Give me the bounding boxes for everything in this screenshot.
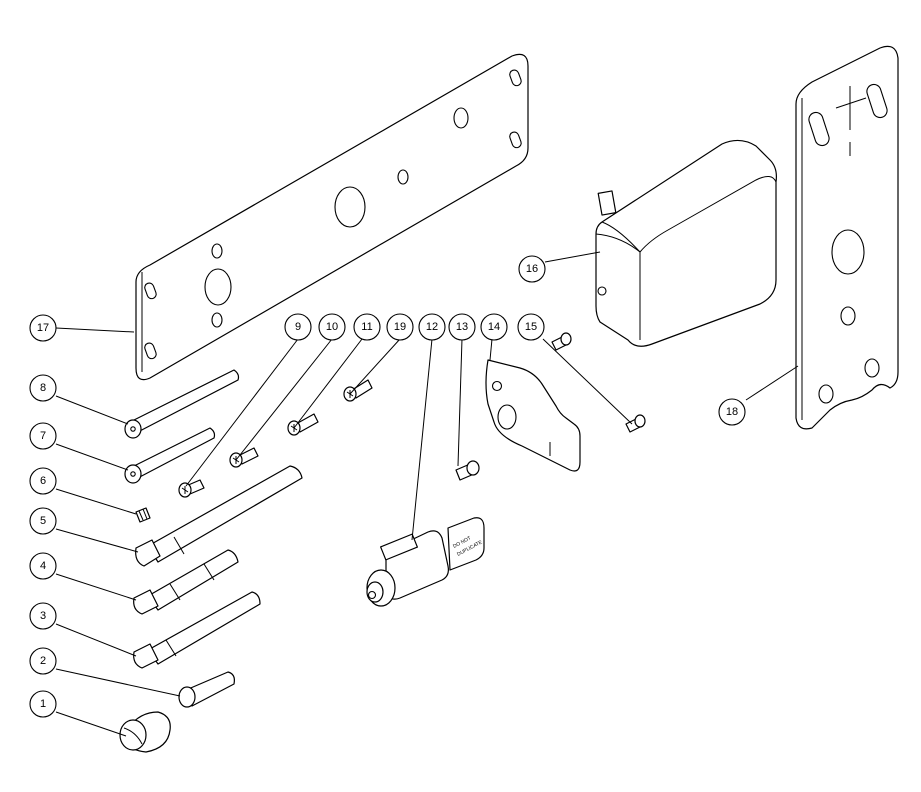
long-screw-7 [124,427,216,484]
leader-lines [55,251,799,737]
callout-label: 3 [40,610,46,622]
callout-16: 16 [518,255,546,283]
long-screw-8 [124,369,240,439]
callout-label: 6 [40,475,46,487]
callout-14: 14 [480,313,508,341]
screw-10 [229,447,259,468]
callout-12: 12 [418,313,446,341]
callout-18: 18 [718,398,746,426]
spindle-5 [135,465,303,567]
bracket-14 [485,359,581,472]
pin-2 [178,671,235,708]
callout-8: 8 [29,374,57,402]
callout-1: 1 [29,690,57,718]
callout-label: 2 [40,655,46,667]
callout-label: 11 [361,321,372,333]
set-screw-6 [135,507,151,523]
mounting-plate-17 [135,53,529,381]
callout-label: 1 [40,698,46,710]
callout-label: 5 [40,515,46,527]
callout-10: 10 [318,313,346,341]
back-plate-18 [795,45,899,430]
callout-label: 4 [40,560,46,572]
screw-19 [343,379,373,402]
callout-label: 17 [37,322,49,334]
callout-3: 3 [29,602,57,630]
callout-label: 13 [456,321,468,333]
screw-15a [551,332,572,351]
screw-13 [455,460,480,481]
callout-label: 18 [726,406,738,418]
callout-label: 10 [326,321,338,333]
callout-label: 12 [426,321,438,333]
callout-label: 16 [526,263,538,275]
screw-9 [178,479,205,498]
callout-label: 14 [488,321,500,333]
callout-15: 15 [517,313,545,341]
callout-9: 9 [284,313,312,341]
callout-13: 13 [448,313,476,341]
cap-1 [119,711,171,753]
callout-label: 15 [525,321,537,333]
callout-6: 6 [29,467,57,495]
callout-19: 19 [386,313,414,341]
spindle-4 [133,549,239,615]
callout-label: 8 [40,382,46,394]
housing-16 [595,139,777,347]
callout-5: 5 [29,507,57,535]
callout-17: 17 [29,314,57,342]
spindle-3 [133,591,261,669]
callout-11: 11 [353,313,381,341]
screw-15b [625,414,646,433]
callout-4: 4 [29,552,57,580]
callout-7: 7 [29,422,57,450]
lock-cylinder-12: DO NOT DUPLICATE [366,517,485,607]
callout-label: 9 [295,321,301,333]
callout-2: 2 [29,647,57,675]
screw-11 [287,413,319,436]
callout-label: 19 [394,321,406,333]
callout-label: 7 [40,430,46,442]
